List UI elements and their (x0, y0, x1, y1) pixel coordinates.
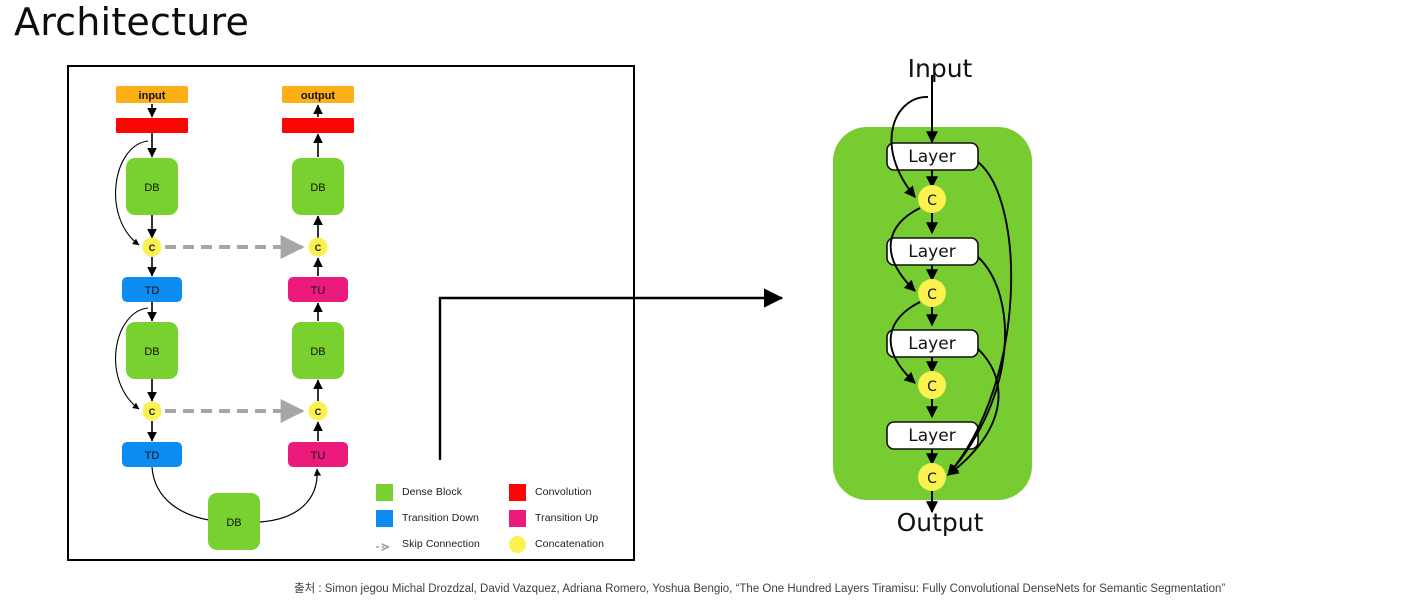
output-bar-label: output (301, 90, 336, 102)
concatenation-node-4-label: C (927, 471, 937, 487)
legend-column-b: Convolution Transition Up Concatenation (509, 479, 629, 557)
legend-item-skip-connection: Skip Connection (376, 531, 496, 557)
legend-item-transition-down: Transition Down (376, 505, 496, 531)
architecture-panel: input DB C TD DB C (67, 65, 635, 561)
concatenation-dec-2-label: C (315, 407, 322, 417)
legend-label: Transition Up (535, 512, 599, 524)
dense-block-enc-1-label: DB (144, 182, 159, 194)
skip-layer1-to-c4 (947, 161, 1013, 476)
source-citation: 출처 : Simon jegou Michal Drozdzal, David … (294, 583, 1226, 595)
concatenation-node-1 (918, 185, 946, 213)
transition-up-2 (288, 442, 348, 467)
concatenation-node-3-label: C (927, 379, 937, 395)
transition-up-swatch-icon (509, 509, 526, 527)
legend-label: Skip Connection (402, 538, 480, 550)
dense-block-input-label: Input (907, 54, 973, 83)
convolution-block-enc (116, 118, 188, 133)
dense-block-detail-diagram: Layer C Layer C Layer C Layer C (833, 75, 1032, 514)
layer-box-2-label: Layer (908, 242, 955, 262)
dense-block-enc-1 (126, 158, 178, 215)
concatenation-enc-2-label: C (149, 407, 156, 417)
dense-block-bottleneck (208, 493, 260, 550)
transition-up-2-label: TU (311, 450, 326, 462)
concatenation-node-3 (918, 371, 946, 399)
concatenation-swatch-icon (509, 535, 526, 553)
page-title: Architecture (14, 0, 250, 44)
concatenation-node-2-label: C (927, 287, 937, 303)
legend-item-concatenation: Concatenation (509, 531, 629, 557)
zoom-connector-arrow (430, 285, 800, 475)
concatenation-dec-1-label: C (315, 243, 322, 253)
skip-input-to-c1 (890, 96, 929, 198)
legend: Dense Block Transition Down (376, 479, 628, 559)
concatenation-dec-2 (308, 401, 328, 421)
dense-block-swatch-icon (376, 483, 393, 501)
dense-block-output-label: Output (896, 508, 984, 537)
concatenation-node-1-label: C (927, 193, 937, 209)
concatenation-enc-2 (142, 401, 162, 421)
concatenation-node-2 (918, 279, 946, 307)
output-bar (282, 86, 354, 103)
skip-connection-arrow-icon (376, 539, 393, 549)
dense-block-dec-1-label: DB (310, 182, 325, 194)
legend-item-convolution: Convolution (509, 479, 629, 505)
legend-label: Concatenation (535, 538, 605, 550)
dense-block-dec-2-label: DB (310, 346, 325, 358)
layer-box-4-label: Layer (908, 426, 955, 446)
dense-block-dec-1 (292, 158, 344, 215)
legend-item-transition-up: Transition Up (509, 505, 629, 531)
transition-down-1-label: TD (145, 285, 160, 297)
input-bar-label: input (139, 90, 166, 102)
dense-block-detail: Input Layer C Layer C Layer C (820, 50, 1060, 550)
layer-box-3-label: Layer (908, 334, 955, 354)
transition-down-1 (122, 277, 182, 302)
dense-block-enc-2-label: DB (144, 346, 159, 358)
skip-layer2-to-c4 (947, 256, 1006, 476)
convolution-block-dec (282, 118, 354, 133)
skip-c1-to-c2 (889, 207, 921, 292)
fc-densenet-diagram: input DB C TD DB C (115, 86, 354, 550)
transition-down-swatch-icon (376, 509, 393, 527)
layer-box-1-label: Layer (908, 147, 955, 167)
legend-column-a: Dense Block Transition Down (376, 479, 496, 557)
input-bar (116, 86, 188, 103)
concatenation-enc-1-label: C (149, 243, 156, 253)
dense-block-bottleneck-label: DB (226, 517, 241, 529)
concatenation-enc-1 (142, 237, 162, 257)
legend-item-dense-block: Dense Block (376, 479, 496, 505)
dense-block-enc-2 (126, 322, 178, 379)
convolution-swatch-icon (509, 483, 526, 501)
legend-label: Dense Block (402, 486, 463, 498)
dense-block-dec-2 (292, 322, 344, 379)
transition-up-1 (288, 277, 348, 302)
concatenation-node-4 (918, 463, 946, 491)
legend-label: Transition Down (402, 512, 479, 524)
legend-label: Convolution (535, 486, 592, 498)
skip-c2-to-c3 (889, 301, 921, 384)
transition-down-2 (122, 442, 182, 467)
transition-up-1-label: TU (311, 285, 326, 297)
transition-down-2-label: TD (145, 450, 160, 462)
skip-layer3-to-c4 (947, 348, 1000, 476)
concatenation-dec-1 (308, 237, 328, 257)
